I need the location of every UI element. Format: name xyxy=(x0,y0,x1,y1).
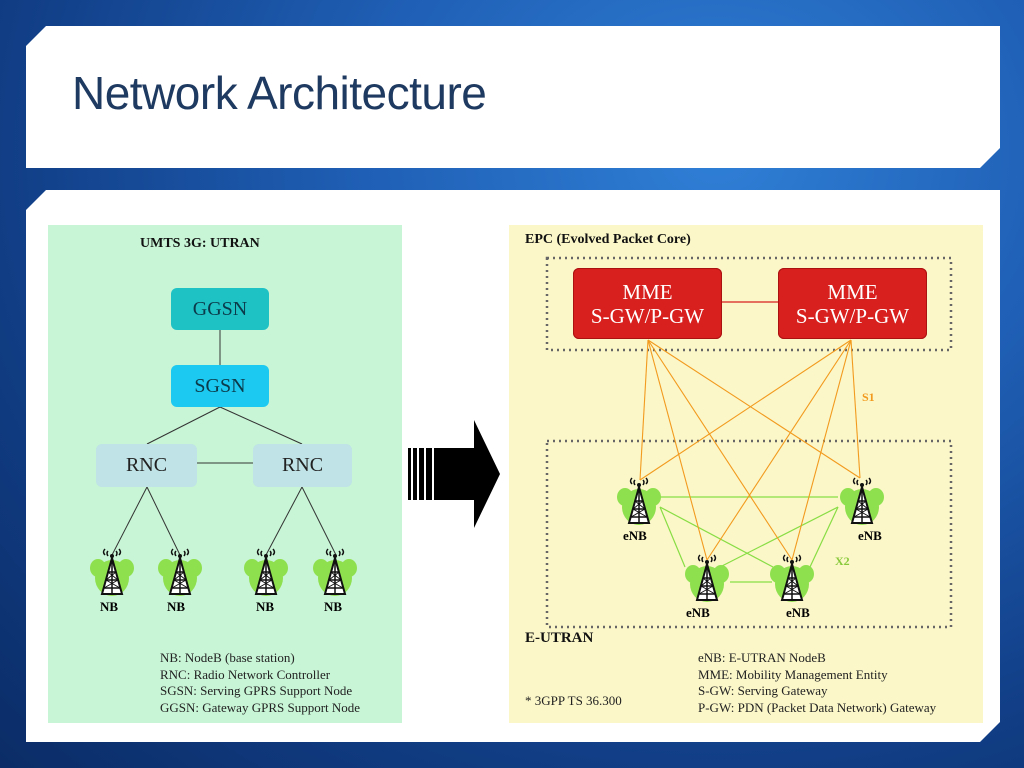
legend-item: P-GW: PDN (Packet Data Network) Gateway xyxy=(698,699,937,715)
enb-label: eNB xyxy=(686,605,710,620)
s1-links xyxy=(639,339,861,561)
umts-heading: UMTS 3G: UTRAN xyxy=(140,236,260,251)
legend-item: MME: Mobility Management Entity xyxy=(698,666,888,682)
mme-right-node: MME S-GW/P-GW xyxy=(778,268,927,339)
cell-tower-icon xyxy=(617,477,661,525)
cell-tower-icon xyxy=(90,548,134,596)
legend-item: SGSN: Serving GPRS Support Node xyxy=(160,683,353,698)
cell-tower-icon xyxy=(244,548,288,596)
legend-item: GGSN: Gateway GPRS Support Node xyxy=(160,699,361,715)
rnc-left-node: RNC xyxy=(96,444,197,487)
nb-label: NB xyxy=(324,599,343,614)
enb-label: eNB xyxy=(623,528,647,543)
mme-right-line1: MME xyxy=(827,279,878,304)
eutran-heading: E-UTRAN xyxy=(525,630,594,646)
epc-heading: EPC (Evolved Packet Core) xyxy=(525,232,691,247)
footnote: * 3GPP TS 36.300 xyxy=(525,693,622,708)
nb-label: NB xyxy=(167,599,186,614)
lte-legend: eNB: E-UTRAN NodeB MME: Mobility Managem… xyxy=(698,650,936,716)
enb-label: eNB xyxy=(858,528,882,543)
cell-tower-icon xyxy=(770,554,814,602)
cell-tower-icon xyxy=(313,548,357,596)
sgsn-rnc-left-link xyxy=(146,406,221,445)
nb-label: NB xyxy=(256,599,275,614)
slide-title: Network Architecture xyxy=(72,67,487,119)
umts-legend: NB: NodeB (base station) RNC: Radio Netw… xyxy=(160,650,360,716)
nb-label: NB xyxy=(100,599,119,614)
cell-tower-icon xyxy=(158,548,202,596)
enb-label: eNB xyxy=(786,605,810,620)
mme-right-line2: S-GW/P-GW xyxy=(795,303,910,328)
x2-label: X2 xyxy=(835,554,850,568)
legend-item: NB: NodeB (base station) xyxy=(160,650,295,665)
rnc-nb2-link xyxy=(146,486,181,556)
cell-tower-icon xyxy=(840,477,884,525)
legend-item: eNB: E-UTRAN NodeB xyxy=(698,650,826,665)
rnc-right-node: RNC xyxy=(253,444,352,487)
mme-left-line2: S-GW/P-GW xyxy=(590,303,705,328)
legend-item: S-GW: Serving Gateway xyxy=(698,683,828,698)
sgsn-node: SGSN xyxy=(171,365,269,407)
epc-boundary xyxy=(545,256,953,352)
cell-tower-icon xyxy=(685,554,729,602)
sgsn-rnc-right-link xyxy=(219,406,303,445)
mme-left-node: MME S-GW/P-GW xyxy=(573,268,722,339)
title-card xyxy=(26,26,1000,168)
mme-left-line1: MME xyxy=(622,279,673,304)
rnc-nb1-link xyxy=(111,486,148,556)
legend-item: RNC: Radio Network Controller xyxy=(160,666,331,682)
ggsn-node: GGSN xyxy=(171,288,269,330)
rnc-nb3-link xyxy=(265,486,303,556)
s1-label: S1 xyxy=(862,390,875,404)
rnc-nb4-link xyxy=(301,486,337,556)
eutran-boundary xyxy=(545,439,953,629)
